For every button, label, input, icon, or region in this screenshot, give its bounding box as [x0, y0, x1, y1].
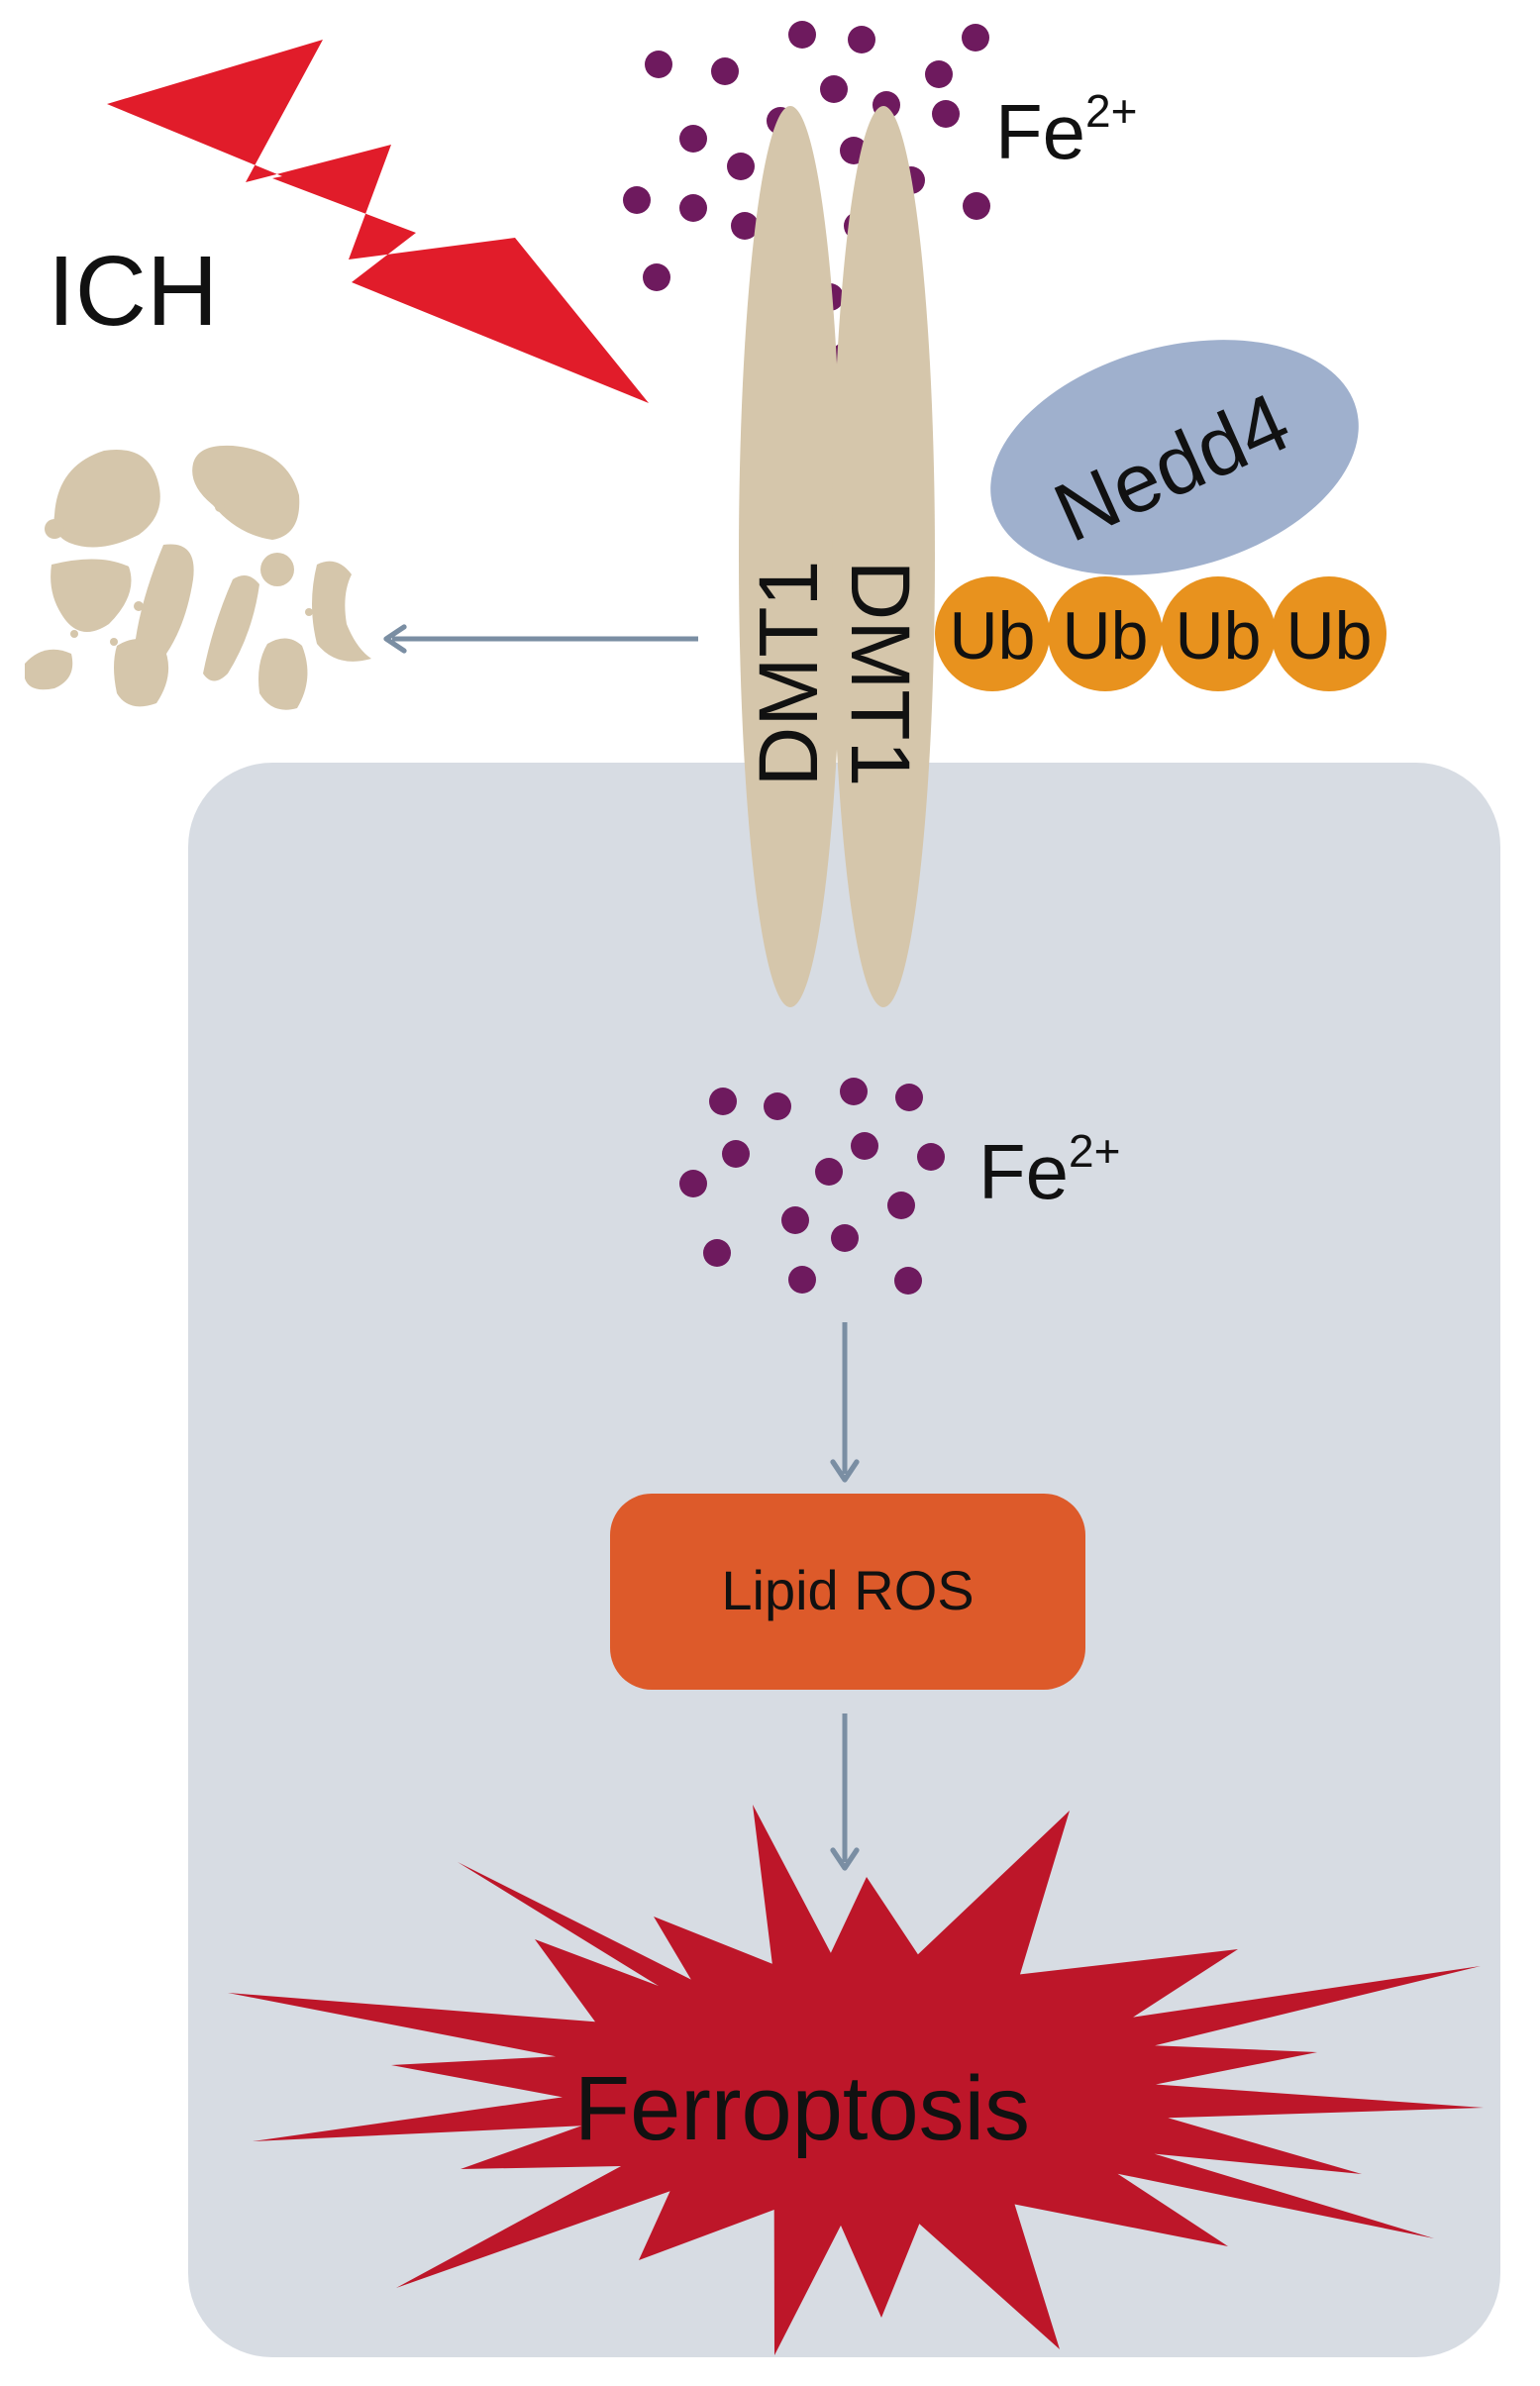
ich-label: ICH: [48, 236, 218, 347]
ubiquitin-1: [935, 576, 1050, 691]
iron-inside-charge: 2+: [1069, 1125, 1120, 1177]
iron-outside-dot-16: [679, 194, 707, 222]
iron-inside-dot-1: [709, 1088, 737, 1115]
iron-outside-dot-2: [848, 26, 875, 53]
ferroptosis-label: Ferroptosis: [574, 2058, 1030, 2159]
ubiquitin-label-3: Ub: [1176, 598, 1262, 674]
iron-outside-label: Fe2+: [995, 85, 1137, 175]
ubiquitin-chain: Ub Ub Ub Ub: [935, 576, 1386, 691]
dmt1-label-left: DMT1: [742, 561, 835, 787]
iron-inside-dot-3: [840, 1078, 868, 1105]
iron-inside-dot-9: [815, 1158, 843, 1186]
ubiquitin-label-4: Ub: [1286, 598, 1373, 674]
iron-outside-charge: 2+: [1085, 85, 1137, 137]
ubiquitin-3: [1161, 576, 1276, 691]
iron-inside-dot-10: [887, 1192, 915, 1219]
ubiquitin-2: [1048, 576, 1163, 691]
ubiquitin-label-1: Ub: [950, 598, 1036, 674]
iron-outside-dot-5: [711, 57, 739, 85]
degraded-dmt1-debris: [25, 445, 371, 710]
iron-outside-dot-7: [820, 75, 848, 103]
iron-outside-dot-3: [962, 24, 989, 52]
dmt1-transporter-right: [832, 106, 935, 1007]
iron-outside-dot-18: [731, 212, 759, 240]
nedd4-ligase: [990, 340, 1359, 575]
iron-inside-dot-13: [703, 1239, 731, 1267]
iron-inside-dot-5: [722, 1140, 750, 1168]
iron-outside-dot-4: [645, 51, 672, 78]
iron-outside-dot-12: [727, 153, 755, 180]
lipid-ros-box: [610, 1494, 1085, 1690]
iron-inside-label: Fe2+: [978, 1125, 1120, 1215]
ferroptosis-burst: [228, 1805, 1484, 2355]
iron-inside-dot-11: [781, 1206, 809, 1234]
ubiquitin-4: [1272, 576, 1386, 691]
ich-lightning-bolt: [107, 40, 649, 403]
iron-outside-dot-6: [925, 60, 953, 88]
iron-outside-dot-8: [679, 125, 707, 153]
iron-inside-dot-8: [679, 1170, 707, 1197]
iron-outside-dot-17: [963, 192, 990, 220]
iron-inside-dot-6: [851, 1132, 878, 1160]
iron-inside-dot-15: [894, 1267, 922, 1295]
iron-inside-dot-14: [788, 1266, 816, 1294]
dmt1-transporter-left: [739, 106, 842, 1007]
iron-outside-dot-1: [788, 21, 816, 49]
iron-outside-dot-11: [932, 100, 960, 128]
iron-inside-dot-12: [831, 1224, 859, 1252]
iron-inside-dots: [679, 1078, 945, 1295]
iron-outside-dot-21: [643, 263, 670, 291]
iron-inside-dot-2: [764, 1092, 791, 1120]
iron-inside-dot-7: [917, 1143, 945, 1171]
ubiquitin-label-2: Ub: [1063, 598, 1149, 674]
iron-inside-dot-4: [895, 1084, 923, 1111]
lipid-ros-label: Lipid ROS: [721, 1559, 974, 1621]
dmt1-label-right: DMT1: [834, 561, 927, 787]
iron-outside-dot-15: [623, 186, 651, 214]
